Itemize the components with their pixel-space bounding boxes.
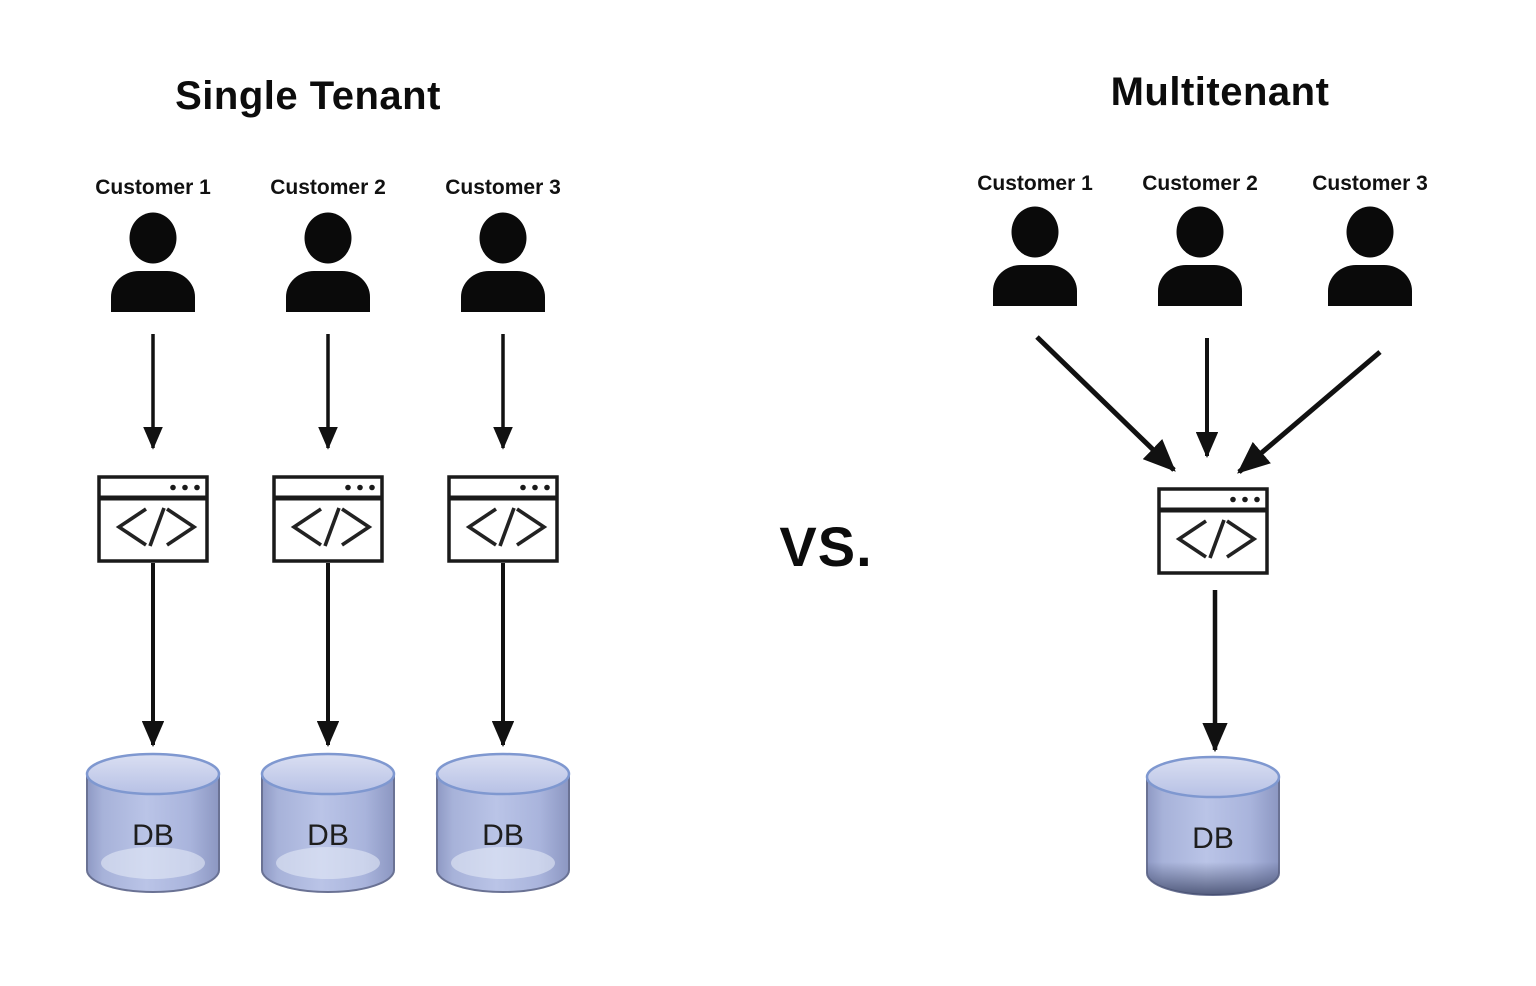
db-label: DB bbox=[132, 819, 174, 852]
person-icon bbox=[286, 212, 370, 312]
person-icon bbox=[993, 206, 1077, 306]
arrow-down-icon bbox=[316, 563, 340, 747]
customer-label: Customer 1 bbox=[95, 176, 211, 199]
code-glyph bbox=[1175, 519, 1258, 559]
person-icon bbox=[461, 212, 545, 312]
arrow-down-icon bbox=[141, 563, 165, 747]
arrow-down-icon bbox=[493, 334, 513, 450]
customer-label: Customer 3 bbox=[1312, 172, 1428, 195]
customer-label: Customer 3 bbox=[445, 176, 561, 199]
arrow-down-icon bbox=[491, 563, 515, 747]
customer-label: Customer 1 bbox=[977, 172, 1093, 195]
single-tenant-column-2: Customer 2 DB bbox=[240, 176, 416, 922]
code-browser-icon bbox=[447, 475, 559, 563]
customer-label: Customer 2 bbox=[1142, 172, 1258, 195]
multitenant-customer-2: Customer 2 bbox=[1112, 172, 1288, 322]
code-browser-icon bbox=[1157, 487, 1269, 575]
arrow-down-icon bbox=[318, 334, 338, 450]
database-cylinder-icon: DB bbox=[1145, 755, 1281, 896]
database-cylinder-icon: DB bbox=[260, 752, 396, 893]
multitenant-customer-1: Customer 1 bbox=[947, 172, 1123, 322]
code-glyph bbox=[465, 507, 548, 547]
multitenant-customer-3: Customer 3 bbox=[1282, 172, 1458, 322]
database-cylinder-icon: DB bbox=[435, 752, 571, 893]
single-tenant-column-1: Customer 1 DB bbox=[65, 176, 241, 922]
single-tenant-title: Single Tenant bbox=[175, 74, 441, 118]
customer-label: Customer 2 bbox=[270, 176, 386, 199]
arrow-down-icon bbox=[143, 334, 163, 450]
person-icon bbox=[1158, 206, 1242, 306]
code-glyph bbox=[290, 507, 373, 547]
person-icon bbox=[111, 212, 195, 312]
code-glyph bbox=[115, 507, 198, 547]
arrow-down-icon bbox=[1202, 590, 1228, 753]
code-browser-icon bbox=[97, 475, 209, 563]
database-cylinder-icon: DB bbox=[85, 752, 221, 893]
db-label: DB bbox=[482, 819, 524, 852]
multitenant-title: Multitenant bbox=[1110, 70, 1330, 114]
db-label: DB bbox=[307, 819, 349, 852]
db-label: DB bbox=[1192, 822, 1234, 855]
person-icon bbox=[1328, 206, 1412, 306]
vs-label: VS. bbox=[779, 515, 873, 578]
code-browser-icon bbox=[272, 475, 384, 563]
single-tenant-column-3: Customer 3 DB bbox=[415, 176, 591, 922]
converging-arrows-icon bbox=[1035, 335, 1382, 474]
